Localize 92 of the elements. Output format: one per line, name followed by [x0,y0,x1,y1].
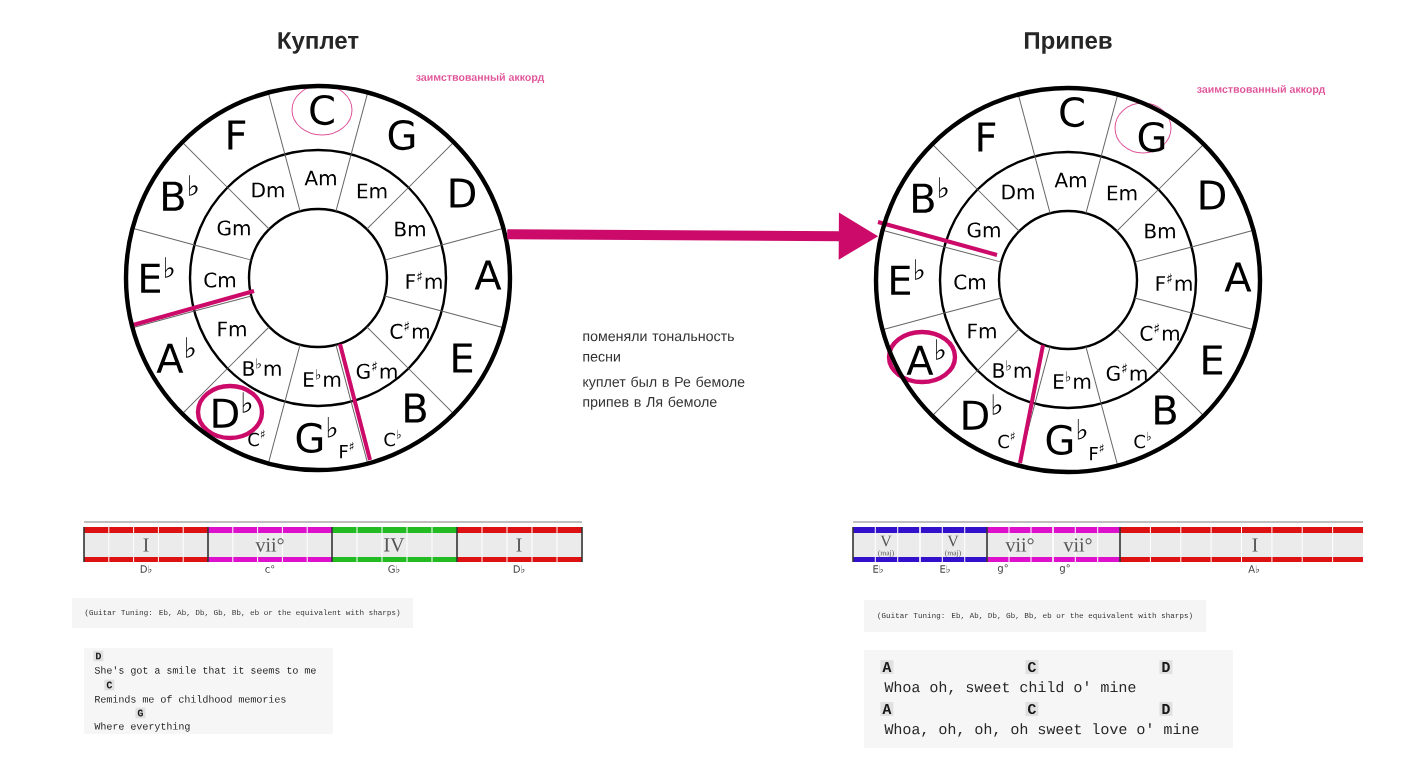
chord-cell: I [457,526,582,563]
chord-cell: IV [332,526,457,563]
chord-name: E♭ [873,565,883,573]
key-label: E$^{♭}$m [304,369,341,387]
key-label: G$^{♯}$m [356,361,397,379]
key-label: B$^{♭}$ [163,175,198,211]
key-label: C$^{♯}$ [998,431,1015,449]
chord-name: g° [1059,564,1070,574]
note-text: куплет был в Ре бемоле [583,376,745,390]
key-label: B [405,393,426,423]
heading: Припев [1025,32,1112,54]
key-label: G$^{♭}$ [296,416,337,454]
key-label: B$^{♭}$ [913,177,948,213]
key-label: A$^{♭}$ [156,337,195,373]
key-label: C$^{♭}$ [1134,431,1151,449]
key-label: E$^{♭}$m [1054,371,1091,389]
node-label: vii° [255,538,284,552]
lyric-line: Whoa, oh, oh, oh sweet love o' mine [884,723,1199,737]
key-label: Am [1054,172,1086,188]
chord-name: g° [997,564,1008,574]
key-label: D$^{♭}$ [213,392,252,428]
chord-cell: vii° [208,526,332,563]
key-label: A$^{♭}$ [906,339,945,375]
key-label: F [228,120,246,150]
chord-cell: vii° [1053,526,1120,563]
key-label: Cm [954,274,986,290]
node-label: V [880,535,892,547]
lyric-line: Where everything [94,722,190,732]
chord-name: E♭ [940,565,950,573]
node-label: I [516,538,522,552]
key-label: C [310,94,334,126]
lyrics-box [864,650,1233,748]
key-label: B$^{♭}$m [243,358,281,376]
key-label: Gm [967,222,1000,238]
key-label: Bm [1145,223,1175,239]
chord-name: c° [265,565,275,573]
key-label: G [1138,121,1165,153]
key-label: Em [1107,185,1137,201]
key-label: C [1060,96,1084,128]
node-label: vii° [1005,538,1034,552]
heading: Куплет [278,32,359,54]
key-label: F$^{♯}$ [340,441,354,459]
key-label: G [388,119,415,151]
chord-name: A♭ [1248,565,1259,573]
node-label: I [143,538,149,552]
key-label: F$^{♯}$m [1156,273,1192,291]
key-label: F$^{♯}$m [406,271,442,289]
key-label: E [1203,345,1223,375]
key-label: A [474,260,502,290]
lyrics-box [84,648,333,734]
key-label: C$^{♯}$m [1140,323,1179,341]
chord-cell: I [1120,526,1363,563]
key-label: C$^{♯}$ [248,429,265,447]
key-label: Fm [968,323,996,339]
key-label: Bm [395,221,425,237]
key-label: Em [357,183,387,199]
lyric-line: Whoa oh, sweet child o' mine [884,681,1136,695]
chord-name: D♭ [513,565,525,573]
key-label: D [1200,180,1226,210]
key-label: G$^{♯}$m [1106,363,1147,381]
key-label: D [450,178,475,208]
key-label: G$^{♭}$ [1046,418,1087,456]
key-label: Am [304,170,336,186]
lyric-line: She's got a smile that it seems to me [94,666,316,676]
chord-name: G♭ [388,565,400,573]
key-label: B$^{♭}$m [993,360,1031,378]
key-label: Dm [252,182,284,198]
key-label: E$^{♭}$ [141,257,174,293]
key-label: Fm [218,321,246,337]
key-label: C$^{♯}$m [390,321,429,339]
key-label: E$^{♭}$ [891,259,924,295]
note-text: припев в Ля бемоле [583,396,717,410]
annotation: заимствованный аккорд [1197,84,1326,96]
key-label: F [978,122,996,152]
node-label: vii° [1063,538,1092,552]
key-label: A [1224,262,1252,292]
node-label: V [947,535,959,547]
key-label: Dm [1002,184,1034,200]
key-label: Gm [217,220,250,236]
chord-cell: vii° [987,526,1053,563]
chord-name: D♭ [140,565,152,573]
node-label: I [1252,538,1258,552]
key-label: F$^{♯}$ [1090,443,1104,461]
annotation: заимствованный аккорд [416,72,545,84]
key-label: C$^{♭}$ [384,429,401,447]
key-label: B [1155,395,1176,425]
chord-cell: I [84,526,208,563]
key-label: E [453,343,473,373]
key-label: D$^{♭}$ [963,394,1002,430]
key-label: Cm [204,272,236,288]
lyric-line: Reminds me of childhood memories [95,695,286,703]
node-label: IV [384,538,405,552]
